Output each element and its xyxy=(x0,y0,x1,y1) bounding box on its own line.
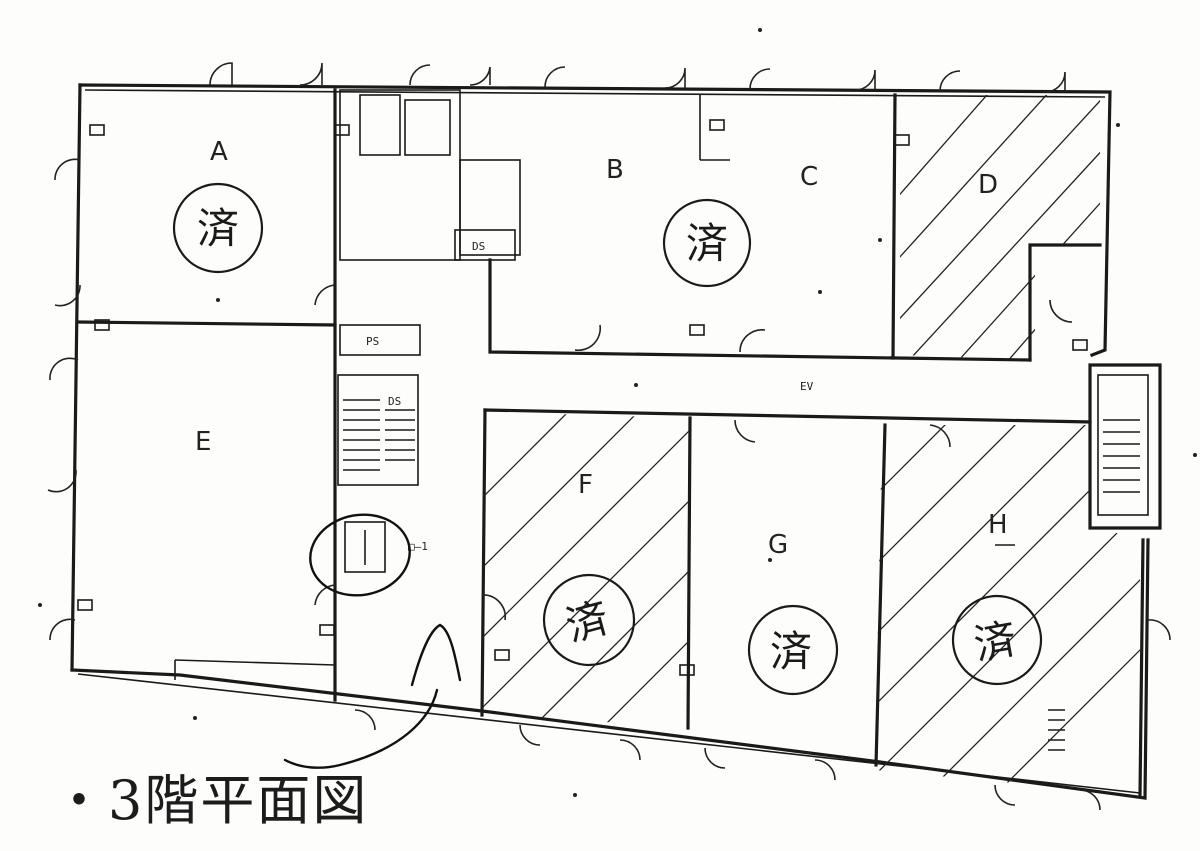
hatch-room-d xyxy=(900,95,1100,360)
seal-a-char: 済 xyxy=(197,204,239,253)
handwritten-annotation xyxy=(283,513,462,769)
seal-stamps: 済 済 済 済 済 xyxy=(172,182,1043,696)
plan-title: ・3階平面図 xyxy=(52,769,369,832)
hatch-room-f xyxy=(482,412,690,725)
corridor-label: EV xyxy=(800,380,814,393)
column-marks xyxy=(77,119,1088,676)
room-label-e: E xyxy=(195,427,211,457)
seal-room-h: 済 xyxy=(951,594,1043,686)
interior-walls xyxy=(76,88,1162,797)
door-swings xyxy=(47,62,1171,811)
room-labels: A B C D E F G H xyxy=(195,137,1015,560)
seal-room-a: 済 xyxy=(172,182,264,274)
room-label-h: H xyxy=(988,510,1008,540)
seal-g-char: 済 xyxy=(770,627,812,676)
room-label-b: B xyxy=(606,155,624,185)
duct-space-label-2: DS xyxy=(388,395,401,408)
seal-b-char: 済 xyxy=(686,219,728,268)
room-label-c: C xyxy=(800,162,818,192)
outer-walls xyxy=(70,83,1150,800)
scan-specks xyxy=(38,28,1197,797)
seal-room-g: 済 xyxy=(747,604,839,696)
pipe-space-label: PS xyxy=(366,335,379,348)
seal-room-f: 済 xyxy=(542,573,636,667)
stair-core xyxy=(337,89,1149,751)
seal-h-char: 済 xyxy=(970,614,1020,670)
room-label-f: F xyxy=(578,470,593,500)
duct-space-label: DS xyxy=(472,240,485,253)
room-label-a: A xyxy=(210,137,228,167)
seal-f-char: 済 xyxy=(561,593,614,651)
room-label-d: D xyxy=(978,170,998,200)
service-labels: DS PS DS EV □—1 xyxy=(366,240,814,553)
legend-mark: □—1 xyxy=(408,540,428,553)
seal-room-b: 済 xyxy=(662,198,752,288)
room-label-g: G xyxy=(768,530,788,560)
